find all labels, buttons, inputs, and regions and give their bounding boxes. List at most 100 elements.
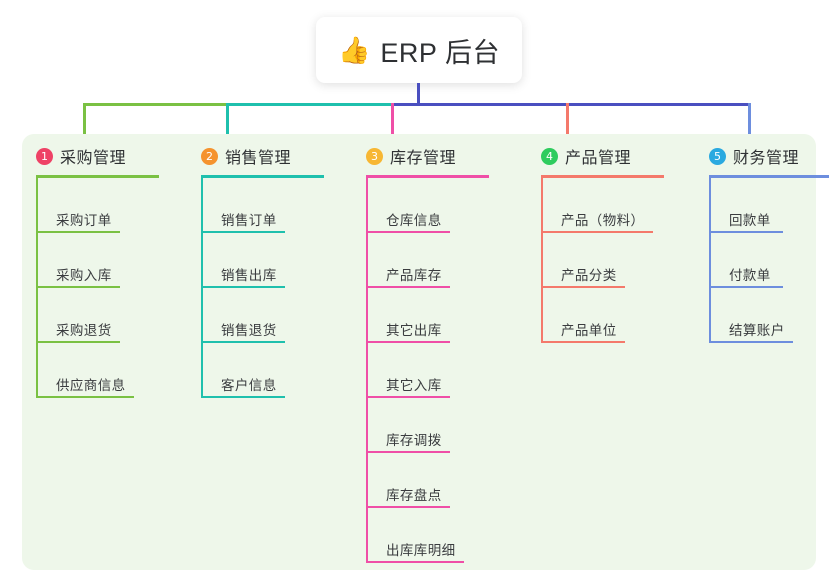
- leaf-item-label: 库存盘点: [386, 488, 442, 503]
- leaf-item[interactable]: 采购订单: [36, 178, 187, 233]
- column-header-3[interactable]: 3 库存管理: [352, 144, 527, 168]
- column-title-4: 产品管理: [565, 150, 632, 167]
- leaf-item[interactable]: 供应商信息: [36, 343, 187, 398]
- leaf-spine-3: [366, 178, 368, 563]
- column-badge-2: 2: [201, 147, 218, 165]
- connector-drop-1: [83, 103, 86, 146]
- leaf-item-rule: [541, 341, 625, 343]
- leaf-item[interactable]: 产品单位: [541, 288, 695, 343]
- leaf-item-rule: [366, 286, 450, 288]
- leaf-item[interactable]: 仓库信息: [366, 178, 527, 233]
- leaf-item[interactable]: 产品（物料）: [541, 178, 695, 233]
- leaf-item[interactable]: 采购退货: [36, 288, 187, 343]
- leaf-item-label: 采购订单: [56, 213, 112, 228]
- leaf-item[interactable]: 产品分类: [541, 233, 695, 288]
- leaf-item[interactable]: 付款单: [709, 233, 835, 288]
- column-3: 3 库存管理仓库信息产品库存其它出库其它入库库存调拨库存盘点出库库明细: [352, 144, 527, 563]
- column-header-4[interactable]: 4 产品管理: [527, 144, 695, 168]
- column-rule-3: [366, 175, 489, 178]
- leaf-item-rule: [36, 231, 120, 233]
- leaf-item[interactable]: 客户信息: [201, 343, 352, 398]
- page-title: ERP 后台: [380, 37, 500, 68]
- leaf-item-rule: [201, 396, 285, 398]
- leaf-item-rule: [366, 231, 450, 233]
- leaf-item-label: 仓库信息: [386, 213, 442, 228]
- leaf-spine-1: [36, 178, 38, 398]
- leaf-item-rule: [366, 506, 450, 508]
- column-title-5: 财务管理: [733, 150, 800, 167]
- leaf-item-label: 库存调拨: [386, 433, 442, 448]
- connector-bus-segment-2: [226, 103, 391, 106]
- leaf-item-rule: [201, 341, 285, 343]
- column-badge-1: 1: [36, 147, 53, 165]
- connector-bus-segment-1: [83, 103, 226, 106]
- leaf-spine-2: [201, 178, 203, 398]
- connector-drop-2: [226, 103, 229, 146]
- leaf-item-rule: [709, 341, 793, 343]
- leaf-item-rule: [541, 286, 625, 288]
- leaf-item[interactable]: 库存盘点: [366, 453, 527, 508]
- leaf-item-label: 销售退货: [221, 323, 277, 338]
- leaf-item[interactable]: 其它入库: [366, 343, 527, 398]
- leaf-spine-5: [709, 178, 711, 343]
- column-rule-5: [709, 175, 829, 178]
- leaf-item-label: 产品（物料）: [561, 213, 645, 228]
- leaf-item-label: 其它入库: [386, 378, 442, 393]
- leaf-item-rule: [366, 451, 450, 453]
- leaf-item[interactable]: 库存调拨: [366, 398, 527, 453]
- thumbs-up-icon: 👍: [338, 35, 371, 65]
- column-title-1: 采购管理: [60, 150, 127, 167]
- leaf-item[interactable]: 销售出库: [201, 233, 352, 288]
- leaf-item-label: 采购退货: [56, 323, 112, 338]
- leaf-item-rule: [201, 231, 285, 233]
- leaf-item-rule: [36, 286, 120, 288]
- column-title-3: 库存管理: [390, 150, 457, 167]
- leaf-item-label: 销售订单: [221, 213, 277, 228]
- column-rule-2: [201, 175, 324, 178]
- leaf-item-label: 产品单位: [561, 323, 617, 338]
- connector-trunk: [417, 83, 420, 104]
- leaf-item[interactable]: 出库库明细: [366, 508, 527, 563]
- leaf-item-label: 客户信息: [221, 378, 277, 393]
- leaf-item-rule: [366, 341, 450, 343]
- leaf-item[interactable]: 回款单: [709, 178, 835, 233]
- leaf-list-3: 仓库信息产品库存其它出库其它入库库存调拨库存盘点出库库明细: [366, 178, 527, 563]
- leaf-list-5: 回款单付款单结算账户: [709, 178, 835, 343]
- leaf-item-rule: [36, 341, 120, 343]
- leaf-list-4: 产品（物料） 产品分类产品单位: [541, 178, 695, 343]
- leaf-spine-4: [541, 178, 543, 343]
- leaf-item[interactable]: 产品库存: [366, 233, 527, 288]
- root-title-card[interactable]: 👍 ERP 后台: [316, 17, 522, 83]
- connector-drop-5: [748, 103, 751, 146]
- column-rule-4: [541, 175, 664, 178]
- leaf-item-label: 付款单: [729, 268, 771, 283]
- leaf-item-label: 回款单: [729, 213, 771, 228]
- leaf-item-rule: [366, 396, 450, 398]
- column-badge-3: 3: [366, 147, 383, 165]
- leaf-item-label: 产品分类: [561, 268, 617, 283]
- leaf-item-rule: [201, 286, 285, 288]
- connector-drop-3: [391, 103, 394, 146]
- column-4: 4 产品管理产品（物料） 产品分类产品单位: [527, 144, 695, 343]
- leaf-item[interactable]: 销售退货: [201, 288, 352, 343]
- connector-drop-4: [566, 103, 569, 146]
- leaf-item[interactable]: 采购入库: [36, 233, 187, 288]
- leaf-item-label: 出库库明细: [386, 543, 456, 558]
- column-header-1[interactable]: 1 采购管理: [22, 144, 187, 168]
- column-rule-1: [36, 175, 159, 178]
- leaf-item-rule: [709, 286, 783, 288]
- leaf-item[interactable]: 结算账户: [709, 288, 835, 343]
- leaf-item-label: 其它出库: [386, 323, 442, 338]
- leaf-item-label: 产品库存: [386, 268, 442, 283]
- leaf-list-2: 销售订单销售出库销售退货客户信息: [201, 178, 352, 398]
- leaf-item-label: 采购入库: [56, 268, 112, 283]
- column-badge-4: 4: [541, 147, 558, 165]
- column-1: 1 采购管理采购订单采购入库采购退货供应商信息: [22, 144, 187, 398]
- leaf-list-1: 采购订单采购入库采购退货供应商信息: [36, 178, 187, 398]
- leaf-item[interactable]: 其它出库: [366, 288, 527, 343]
- leaf-item[interactable]: 销售订单: [201, 178, 352, 233]
- mindmap-panel: [22, 134, 816, 570]
